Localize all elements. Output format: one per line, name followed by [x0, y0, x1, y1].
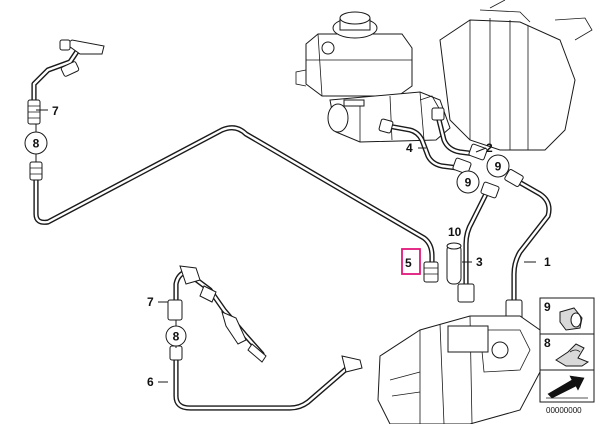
legend-panel: 9 8 00000000: [539, 297, 595, 415]
svg-text:5: 5: [405, 256, 412, 270]
callout-4: 4: [406, 141, 413, 155]
pipe-fittings: [27, 39, 524, 373]
callouts: 7 1 2 3 4 6 7 10 5 8 8 9 9: [24, 104, 551, 389]
master-cylinder-reservoir: [295, 11, 413, 97]
brake-booster: [439, 0, 593, 151]
callout-8-upper: 8: [24, 131, 48, 155]
hydraulic-unit: [377, 315, 541, 424]
diagram-code: 00000000: [546, 406, 582, 415]
master-cylinder-body: [327, 91, 451, 143]
callout-8-lower: 8: [165, 325, 187, 347]
callout-10: 10: [448, 225, 462, 239]
part-10-sleeve: [446, 242, 462, 285]
union-nut-icon: [559, 307, 583, 331]
callout-2: 2: [486, 141, 493, 155]
svg-text:8: 8: [33, 137, 40, 151]
pipe-clip-icon: [555, 343, 590, 367]
svg-text:9: 9: [495, 160, 502, 174]
callout-6: 6: [147, 375, 154, 389]
callout-5-highlight: [401, 248, 421, 275]
svg-text:9: 9: [544, 300, 551, 314]
callout-3: 3: [476, 255, 483, 269]
callout-9-upper: 9: [486, 154, 510, 178]
callout-9-lower: 9: [456, 170, 480, 194]
svg-text:8: 8: [544, 336, 551, 350]
callout-5: 5: [401, 248, 421, 275]
svg-text:8: 8: [173, 330, 180, 344]
reference-arrow-icon: [546, 375, 588, 399]
leader-lines: [35, 109, 536, 383]
callout-1: 1: [544, 255, 551, 269]
callout-7-lower: 7: [147, 295, 154, 309]
callout-7-upper: 7: [52, 104, 59, 118]
svg-text:9: 9: [465, 176, 472, 190]
